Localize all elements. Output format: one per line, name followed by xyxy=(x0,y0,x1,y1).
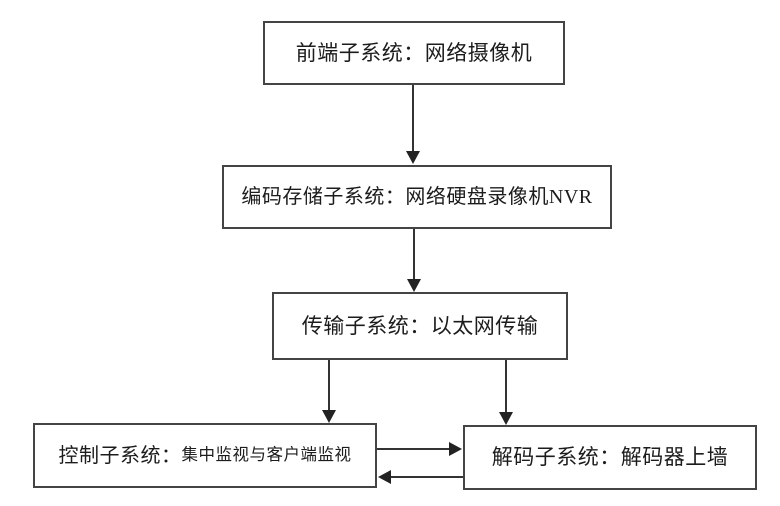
arrow-decoder-to-control xyxy=(378,470,463,484)
node-frontend-label: 前端子系统：网络摄像机 xyxy=(295,40,533,65)
arrow-storage-to-transmission xyxy=(407,229,421,292)
node-decoder-label: 解码子系统：解码器上墙 xyxy=(491,445,729,469)
node-transmission-subsystem: 传输子系统：以太网传输 xyxy=(272,292,568,360)
arrow-transmission-to-control xyxy=(322,360,336,423)
node-control-label-tail: 集中监视与客户端监视 xyxy=(181,445,352,465)
node-control-subsystem: 控制子系统：集中监视与客户端监视 xyxy=(33,423,377,488)
arrow-frontend-to-storage xyxy=(406,85,420,164)
arrow-control-to-decoder xyxy=(377,442,462,456)
node-storage-label: 编码存储子系统：网络硬盘录像机NVR xyxy=(241,186,593,208)
node-decoder-subsystem: 解码子系统：解码器上墙 xyxy=(463,425,757,490)
node-encoding-storage-subsystem: 编码存储子系统：网络硬盘录像机NVR xyxy=(222,165,612,229)
node-transmission-label: 传输子系统：以太网传输 xyxy=(301,313,539,338)
arrow-transmission-to-decoder xyxy=(499,360,513,425)
node-control-label-head: 控制子系统： xyxy=(58,444,182,467)
node-frontend-subsystem: 前端子系统：网络摄像机 xyxy=(263,21,565,85)
